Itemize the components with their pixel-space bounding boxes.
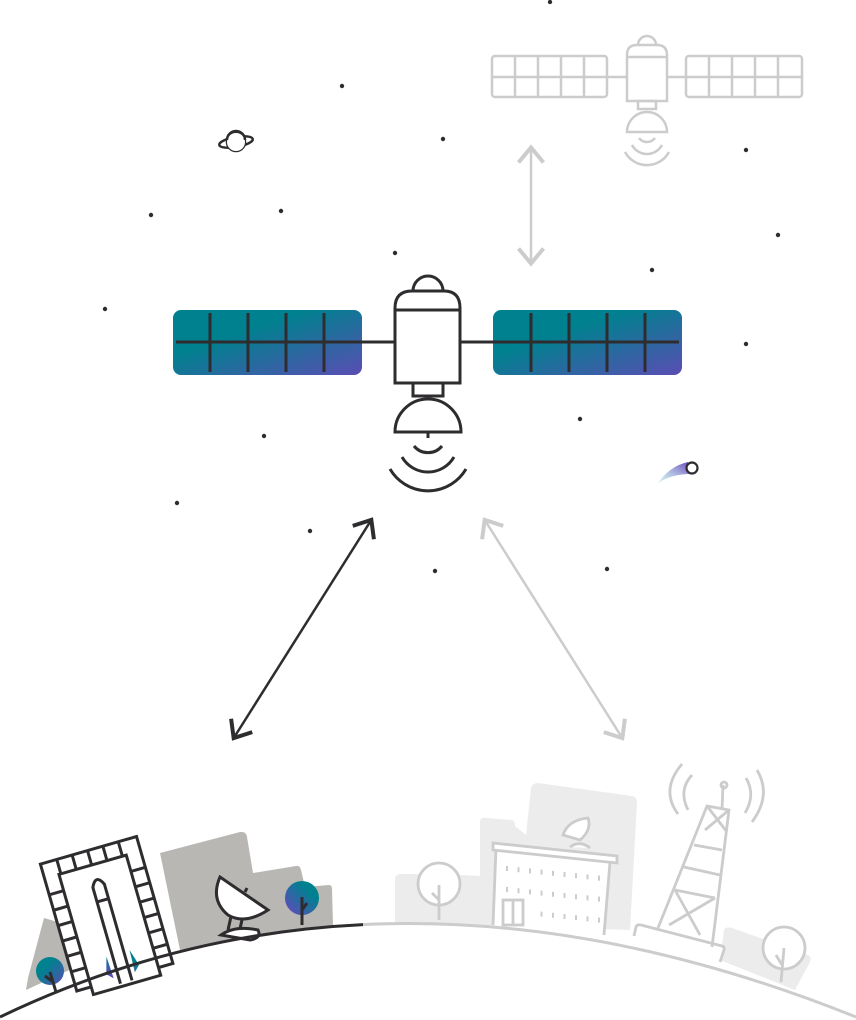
horizon-light: [363, 922, 856, 1019]
star: [547, 0, 553, 5]
star: [432, 568, 438, 574]
tree-icon: [36, 957, 64, 993]
star: [278, 208, 284, 214]
star: [577, 416, 583, 422]
planet-icon: [217, 129, 255, 153]
star: [148, 212, 154, 218]
horizon-dark: [0, 923, 363, 1019]
double-arrow-icon: [480, 517, 627, 741]
rocket-icon: [91, 878, 139, 985]
ground-right: [395, 763, 811, 990]
star: [775, 232, 781, 238]
radio-tower-icon: [632, 763, 765, 963]
star: [604, 566, 610, 572]
satellite-icon: [173, 274, 682, 493]
star: [743, 147, 749, 153]
star: [102, 306, 108, 312]
star: [174, 500, 180, 506]
star: [649, 267, 655, 273]
comet-icon: [658, 461, 699, 483]
star: [743, 341, 749, 347]
tree-icon: [761, 925, 807, 983]
ground-left: [26, 831, 333, 997]
tree-icon: [285, 881, 319, 925]
satellite-ghost-icon: [490, 34, 804, 167]
double-arrow-icon: [229, 517, 376, 741]
star: [440, 136, 446, 142]
satellite-dish-icon: [214, 874, 271, 942]
launch-tower-icon: [38, 834, 175, 997]
star: [339, 83, 345, 89]
star: [392, 250, 398, 256]
star: [307, 528, 313, 534]
office-building-icon: [491, 816, 619, 936]
star: [261, 433, 267, 439]
tree-icon: [416, 861, 462, 920]
